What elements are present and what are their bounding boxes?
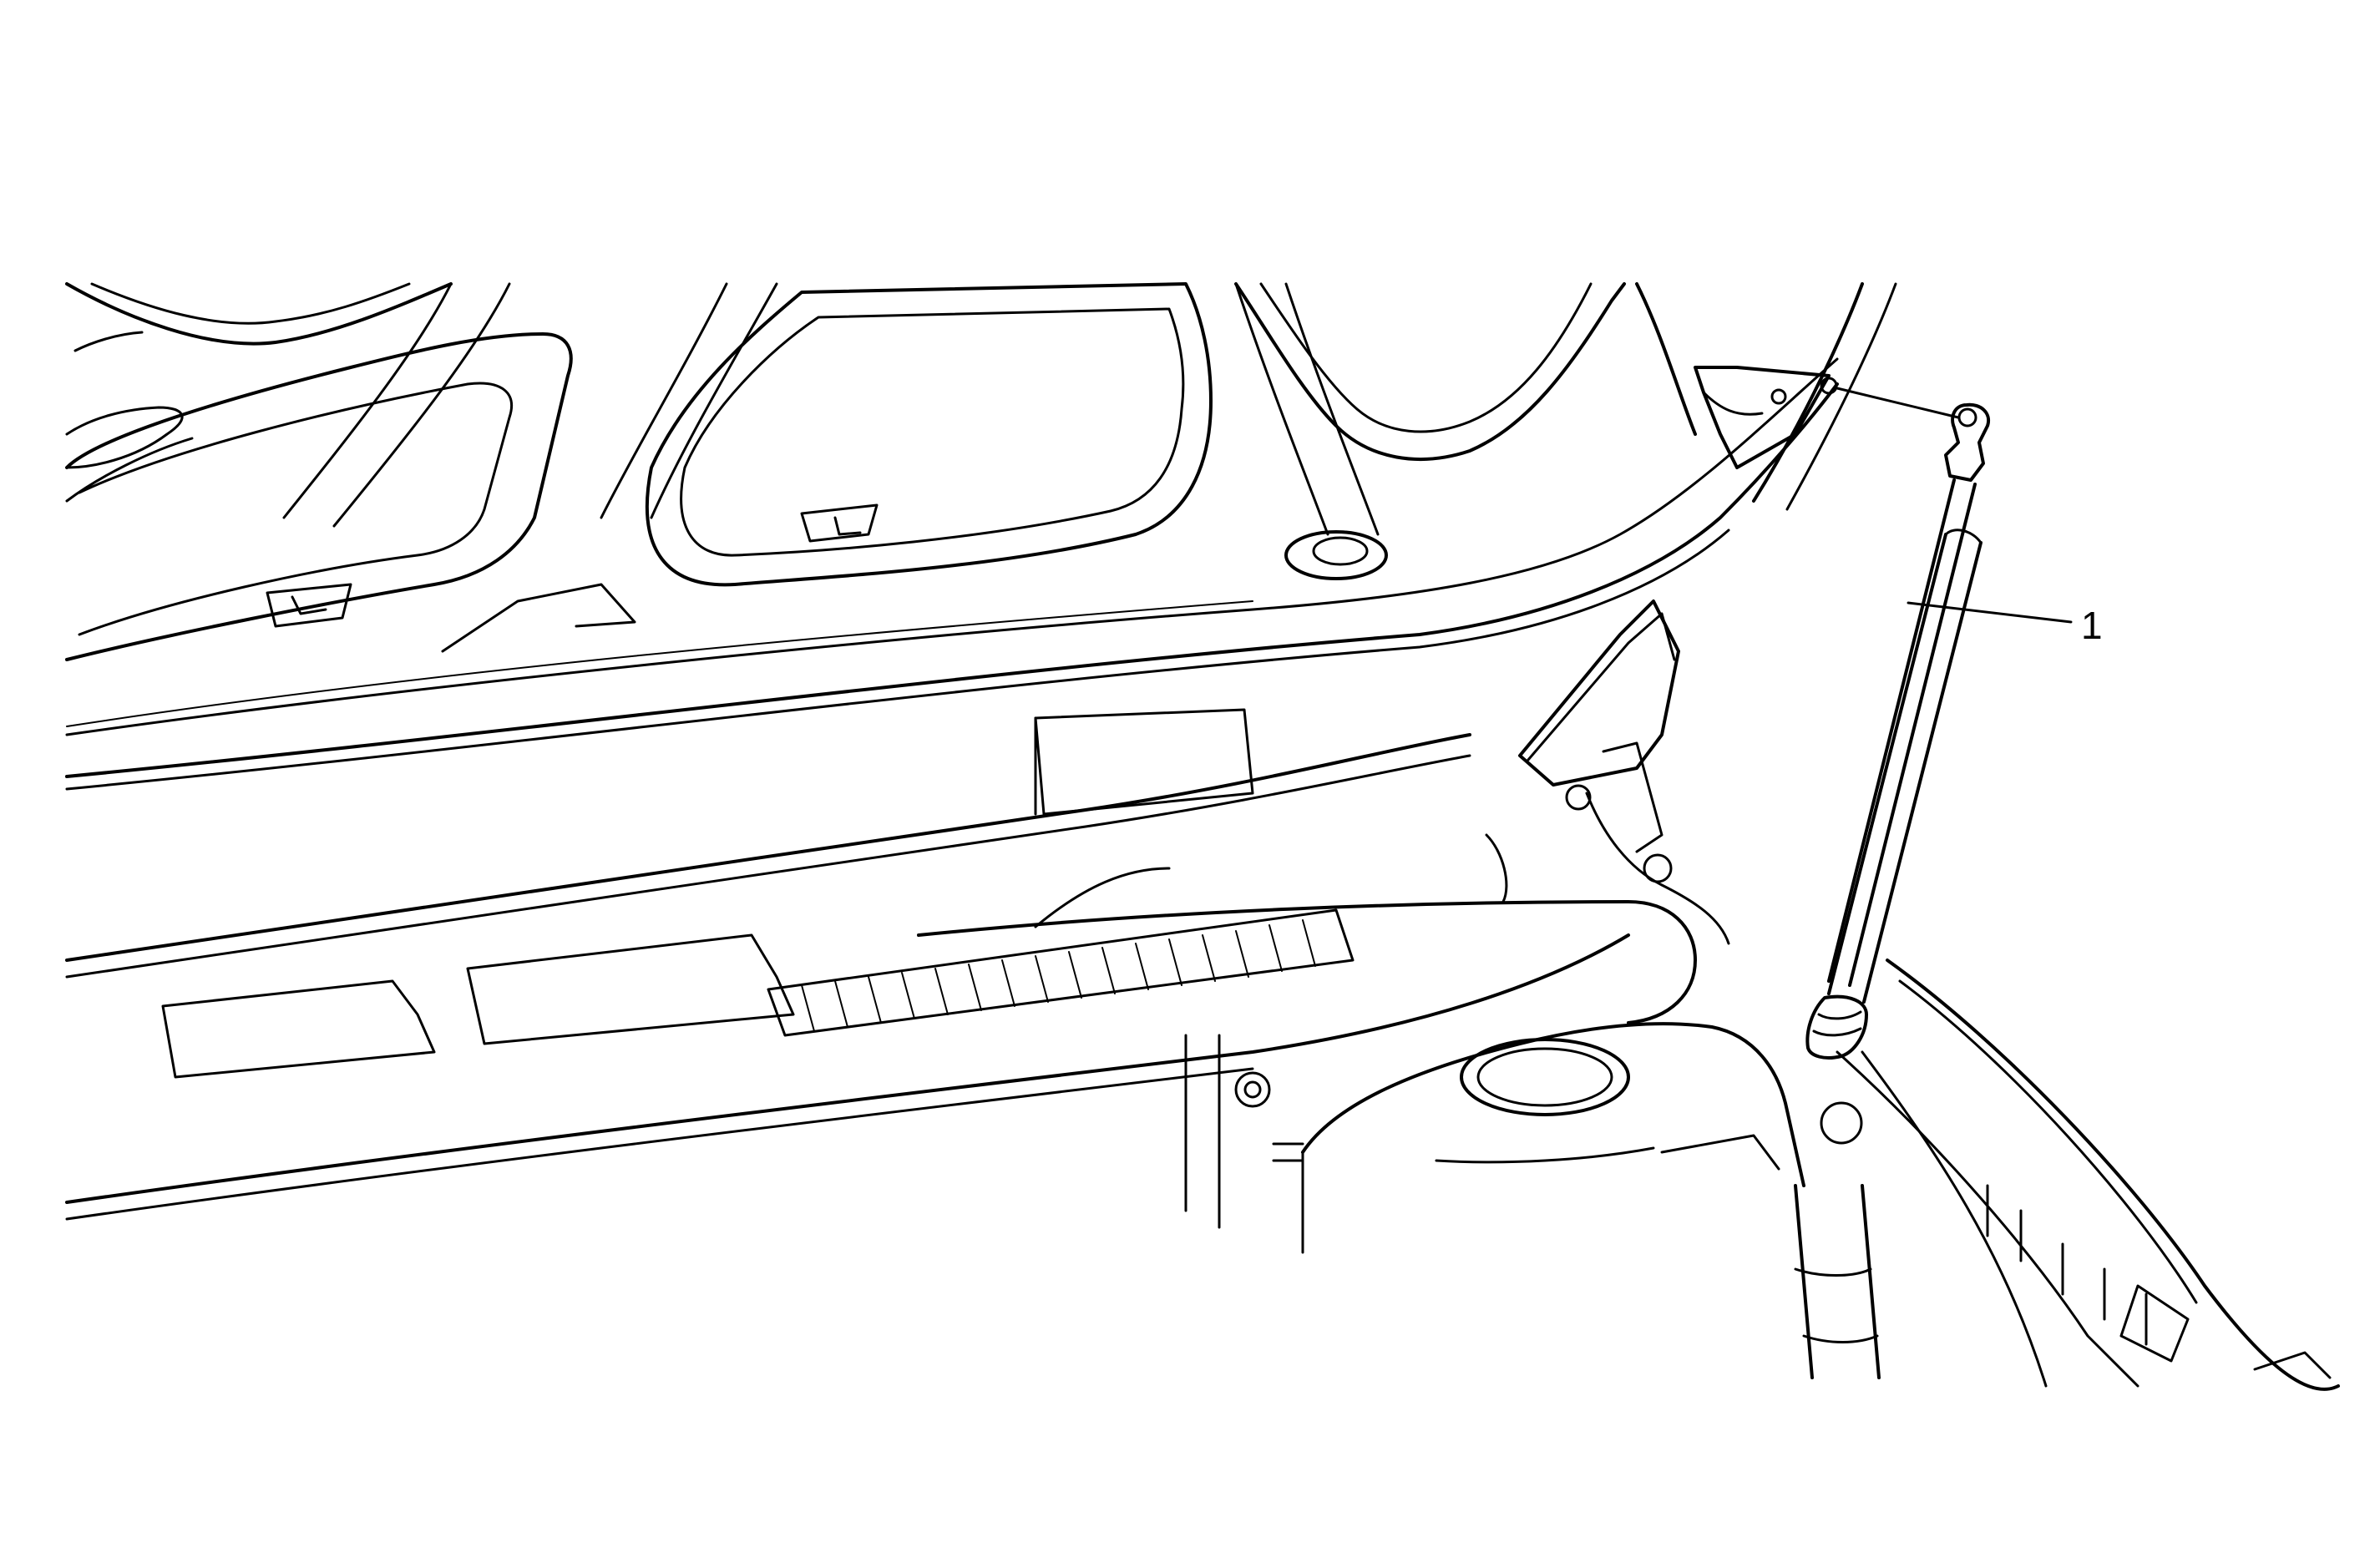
attachment-leader-line [1836,387,1960,419]
callout-1-leader [1907,601,2073,624]
wiper-grille-slats [801,919,1316,1032]
strut-tower [1184,1022,1805,1254]
callout-1: 1 [1907,601,2103,647]
callout-1-label: 1 [2081,604,2103,647]
hood-panel [65,283,1905,791]
fender [1836,959,2340,1391]
lower-strut [1794,1101,1881,1379]
cowl-panel [65,599,1730,1221]
hood-inner-frame [65,282,1897,661]
hood-gas-strut [1805,402,1991,1060]
hood-strut-bracket [1694,366,1831,469]
